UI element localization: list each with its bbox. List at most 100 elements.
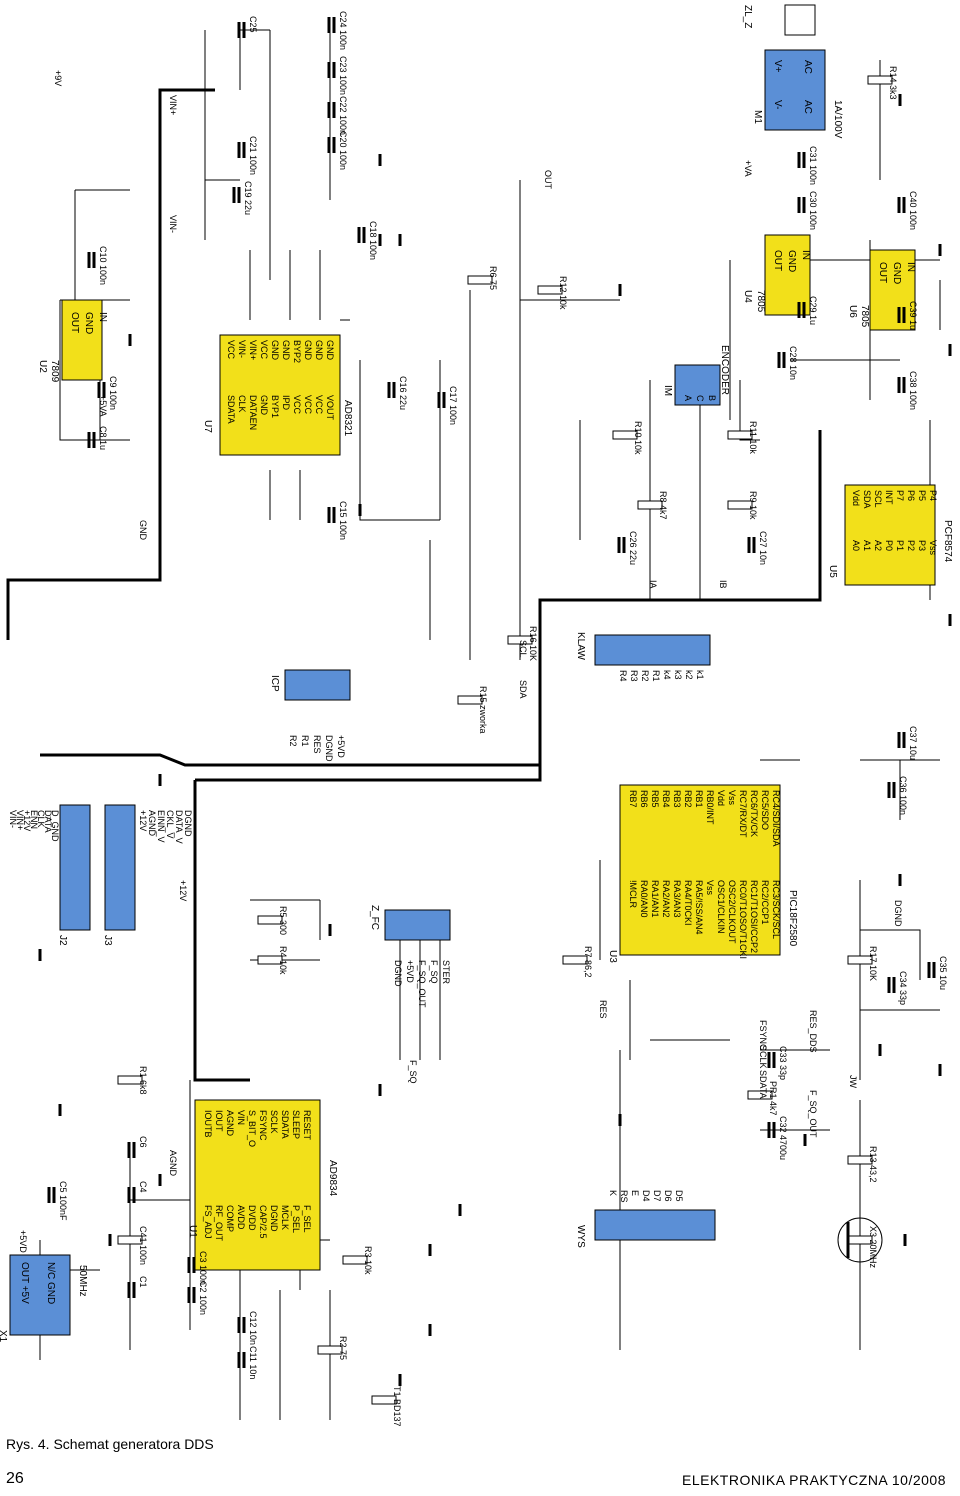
u2-ref: U2 xyxy=(37,360,48,373)
u6-pin-2: IN xyxy=(905,262,916,272)
u7-left-pin-5: IPD xyxy=(281,395,291,411)
u7-right-pin-0: VCC xyxy=(226,340,236,360)
net-label-13: IB xyxy=(718,580,728,589)
u4-pin-1: GND xyxy=(786,250,797,272)
u5-right-pin-5: P6 xyxy=(906,490,916,501)
u2-pin-0: OUT xyxy=(69,312,80,333)
u5-right-pin-7: P4 xyxy=(928,490,938,501)
component-label-42: R5 300 xyxy=(278,906,288,935)
klaw-pin-2: R2 xyxy=(640,670,650,682)
component-label-41: R4 10k xyxy=(278,946,288,975)
u3-right-pin-12: RC5/SDO xyxy=(760,790,770,830)
component-46 xyxy=(727,500,753,510)
bus-lines xyxy=(6,88,822,1082)
u3-left-pin-5: RA4/T0CKI xyxy=(683,880,693,926)
component-label-5: C6 xyxy=(138,1136,148,1148)
zlz-ref: ZL_Z xyxy=(742,5,753,28)
net-label-5: DGND xyxy=(893,900,903,927)
component-label-39: R2 75 xyxy=(338,1336,348,1360)
component-label-48: R11 10k xyxy=(748,421,758,454)
component-label-7: C9 100n xyxy=(108,376,118,410)
transistor-t1 xyxy=(837,1217,883,1263)
page-number: 26 xyxy=(6,1470,24,1487)
component-label-50: R13 43,2 xyxy=(868,1146,878,1183)
u1-right-pin-2: AGND xyxy=(225,1110,235,1137)
u5-left-pin-5: P2 xyxy=(906,540,916,551)
u1-right-pin-9: RESET xyxy=(302,1110,312,1141)
component-54 xyxy=(847,955,873,965)
zfc-pin-3: F_SQ xyxy=(429,960,439,984)
component-label-23: C27 10n xyxy=(758,531,768,565)
component-39 xyxy=(317,1345,343,1355)
u5-body xyxy=(844,484,936,586)
trace-0 xyxy=(59,300,130,441)
figure-caption: Rys. 4. Schemat generatora DDS xyxy=(6,1436,214,1452)
u4-ref: U4 xyxy=(742,290,753,303)
component-label-10: C12 10n xyxy=(248,1311,258,1345)
u1-right-pin-6: SCLK xyxy=(269,1110,279,1134)
wys-pin-2: E xyxy=(630,1190,640,1196)
u7-right-pin-6: BYP2 xyxy=(292,340,302,363)
zfc-pin-2: F_SQ_OUT xyxy=(417,960,427,1008)
magazine-name: ELEKTRONIKA PRAKTYCZNA 10/2008 xyxy=(682,1472,946,1488)
u3-left-pin-10: RC0/T1OSO/T1CKI xyxy=(738,880,748,959)
j3-pin-1: AGND xyxy=(147,810,157,837)
m1-ref: M1 xyxy=(752,110,763,124)
component-label-43: R6 75 xyxy=(488,266,498,290)
u1-left-pin-9: F_SEL xyxy=(302,1205,312,1233)
net-label-16: F_SQ_OUT xyxy=(808,1090,818,1138)
icp-pin-2: RES xyxy=(312,735,322,754)
j2-pin-4: CLK xyxy=(36,810,46,828)
net-label-17: F_SQ xyxy=(408,1060,418,1084)
zfc-ref: Z_FC xyxy=(369,905,380,930)
wys-pin-6: D5 xyxy=(674,1190,684,1202)
u7-right-pin-1: VIN- xyxy=(237,340,247,358)
m1-pin-3: AC xyxy=(802,100,813,114)
u2-value: 7809 xyxy=(49,360,60,383)
u7-left-pin-3: GND xyxy=(259,395,269,416)
u7-right-pin-8: GND xyxy=(314,340,324,361)
component-label-30: C34 33p xyxy=(898,971,908,1005)
component-55 xyxy=(747,1090,773,1100)
u7-right-pin-9: GND xyxy=(325,340,335,361)
wys-pin-3: D4 xyxy=(641,1190,651,1202)
klaw-pin-0: R4 xyxy=(618,670,628,682)
zfc-body xyxy=(384,909,451,941)
component-label-8: C10 100n xyxy=(98,246,108,285)
u3-left-pin-9: OSC2/CLKOUT xyxy=(727,880,737,944)
icp-pin-3: DGND xyxy=(324,735,334,762)
component-label-21: C25 xyxy=(248,16,258,33)
u1-left-pin-4: DVDD xyxy=(247,1205,257,1231)
u3-right-pin-7: RB0/INT xyxy=(705,790,715,825)
im-pin-2: B xyxy=(707,395,717,401)
u1-left-pin-1: RF_OUT xyxy=(214,1205,224,1242)
u3-right-pin-3: RB4 xyxy=(661,790,671,808)
u5-left-pin-6: P3 xyxy=(917,540,927,551)
u7-right-pin-5: GND xyxy=(281,340,291,361)
im-pin-0: A xyxy=(683,395,693,401)
component-41 xyxy=(257,955,283,965)
component-label-40: R3 10k xyxy=(363,1246,373,1275)
klaw-ref: KLAW xyxy=(575,632,586,661)
component-42 xyxy=(257,915,283,925)
component-label-49: R12 10k xyxy=(558,276,568,310)
u3-right-pin-6: RB1 xyxy=(694,790,704,808)
component-43 xyxy=(467,275,493,285)
component-45 xyxy=(637,500,663,510)
component-label-6: C8 1u xyxy=(98,426,108,450)
trace-32 xyxy=(860,929,921,980)
component-label-46: R9 10k xyxy=(748,491,758,520)
u1-left-pin-5: CAP/2.5 xyxy=(258,1205,268,1239)
u3-right-pin-10: RC7/RX/DT xyxy=(738,790,748,838)
component-label-16: C20 100n xyxy=(338,131,348,170)
u7-left-pin-4: BYP1 xyxy=(270,395,280,418)
j3-pin-4: DATA_V xyxy=(174,810,184,844)
wys-ref: WYS xyxy=(575,1225,586,1248)
u7-left-pin-2: DATAEN xyxy=(248,395,258,430)
klaw-pin-6: k2 xyxy=(684,670,694,680)
component-label-28: C32 4700u xyxy=(778,1116,788,1160)
component-52 xyxy=(457,695,483,705)
u3-left-pin-13: RC3/SCK/SCL xyxy=(771,880,781,939)
net-label-14: JW xyxy=(848,1075,858,1089)
